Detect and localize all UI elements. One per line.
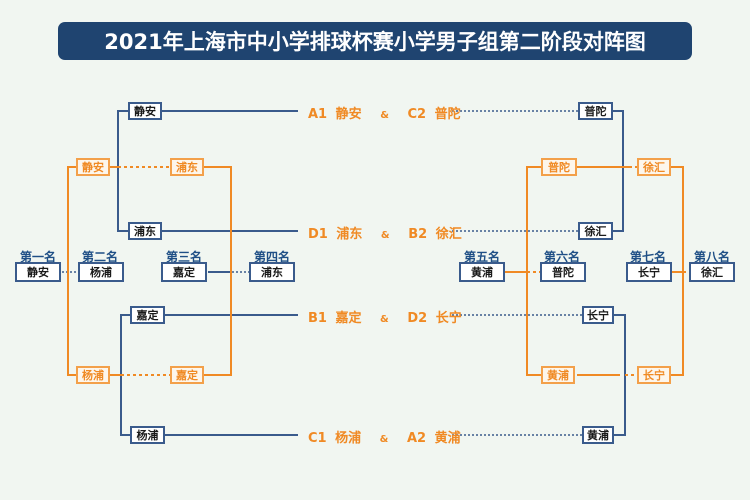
left-r1-team-3: 嘉定 — [130, 306, 165, 324]
match4-seed1: C1 — [308, 431, 327, 446]
match3-team1: 嘉定 — [335, 311, 362, 326]
right-r1-team-1: 普陀 — [578, 102, 613, 120]
rank-team-6: 普陀 — [540, 262, 586, 282]
match-label-3: B1 嘉定 & D2 长宁 — [308, 307, 462, 326]
match2-team2: 徐汇 — [435, 227, 462, 242]
right-semi-winner-2: 黄浦 — [541, 366, 575, 384]
rank-label-4: 第四名 — [253, 250, 290, 264]
rank-team-1: 静安 — [15, 262, 61, 282]
match2-team1: 浦东 — [336, 227, 363, 242]
left-r1-team-2: 浦东 — [128, 222, 162, 240]
rank-team-4: 浦东 — [249, 262, 295, 282]
right-semi-loser-2: 长宁 — [637, 366, 671, 384]
match-label-2: D1 浦东 & B2 徐汇 — [308, 223, 462, 242]
left-r1-team-4: 杨浦 — [130, 426, 165, 444]
right-r1-team-3: 长宁 — [582, 306, 614, 324]
match4-team2: 黄浦 — [434, 431, 461, 446]
left-losers-connector — [204, 166, 232, 376]
rank-label-6: 第六名 — [543, 250, 580, 264]
rank-team-3: 嘉定 — [161, 262, 207, 282]
right-semi-winner-1: 普陀 — [541, 158, 577, 176]
left-semi-winner-2: 杨浦 — [76, 366, 110, 384]
match3-seed1: B1 — [308, 311, 327, 326]
left-r1-team-1: 静安 — [128, 102, 162, 120]
match4-seed2: A2 — [406, 431, 427, 446]
left-winners-connector — [67, 166, 76, 376]
rank-label-8: 第八名 — [693, 250, 730, 264]
left-semi-loser-1: 浦东 — [170, 158, 204, 176]
rank-team-5: 黄浦 — [459, 262, 505, 282]
right-semi-loser-1: 徐汇 — [637, 158, 671, 176]
page-title: 2021年上海市中小学排球杯赛小学男子组第二阶段对阵图 — [58, 22, 692, 60]
match1-team2: 普陀 — [434, 107, 461, 122]
right-r1-team-4: 黄浦 — [582, 426, 614, 444]
right-pair1-connector — [613, 110, 624, 232]
left-semi-winner-1: 静安 — [76, 158, 110, 176]
left-semi-loser-2: 嘉定 — [170, 366, 204, 384]
rank-label-1: 第一名 — [19, 250, 56, 264]
match-label-1: A1 静安 & C2 普陀 — [308, 103, 461, 122]
match3-amp: & — [380, 314, 389, 325]
match2-seed2: B2 — [408, 227, 428, 242]
match3-seed2: D2 — [407, 311, 428, 326]
rank-label-2: 第二名 — [81, 250, 118, 264]
match1-seed1: A1 — [308, 107, 328, 122]
match4-team1: 杨浦 — [335, 431, 362, 446]
match2-amp: & — [380, 230, 390, 241]
rank-team-8: 徐汇 — [689, 262, 735, 282]
match3-team2: 长宁 — [435, 311, 462, 326]
rank-label-7: 第七名 — [629, 250, 666, 264]
rank-team-7: 长宁 — [626, 262, 672, 282]
match-label-4: C1 杨浦 & A2 黄浦 — [308, 427, 461, 446]
match2-seed1: D1 — [308, 227, 328, 242]
rank-label-5: 第五名 — [463, 250, 500, 264]
match1-team1: 静安 — [335, 107, 362, 122]
rank-label-3: 第三名 — [165, 250, 202, 264]
right-r1-team-2: 徐汇 — [578, 222, 613, 240]
match4-amp: & — [379, 434, 389, 445]
rank-team-2: 杨浦 — [78, 262, 124, 282]
left-pair1-connector — [117, 110, 128, 232]
match1-seed2: C2 — [407, 107, 427, 122]
match1-amp: & — [380, 110, 389, 121]
